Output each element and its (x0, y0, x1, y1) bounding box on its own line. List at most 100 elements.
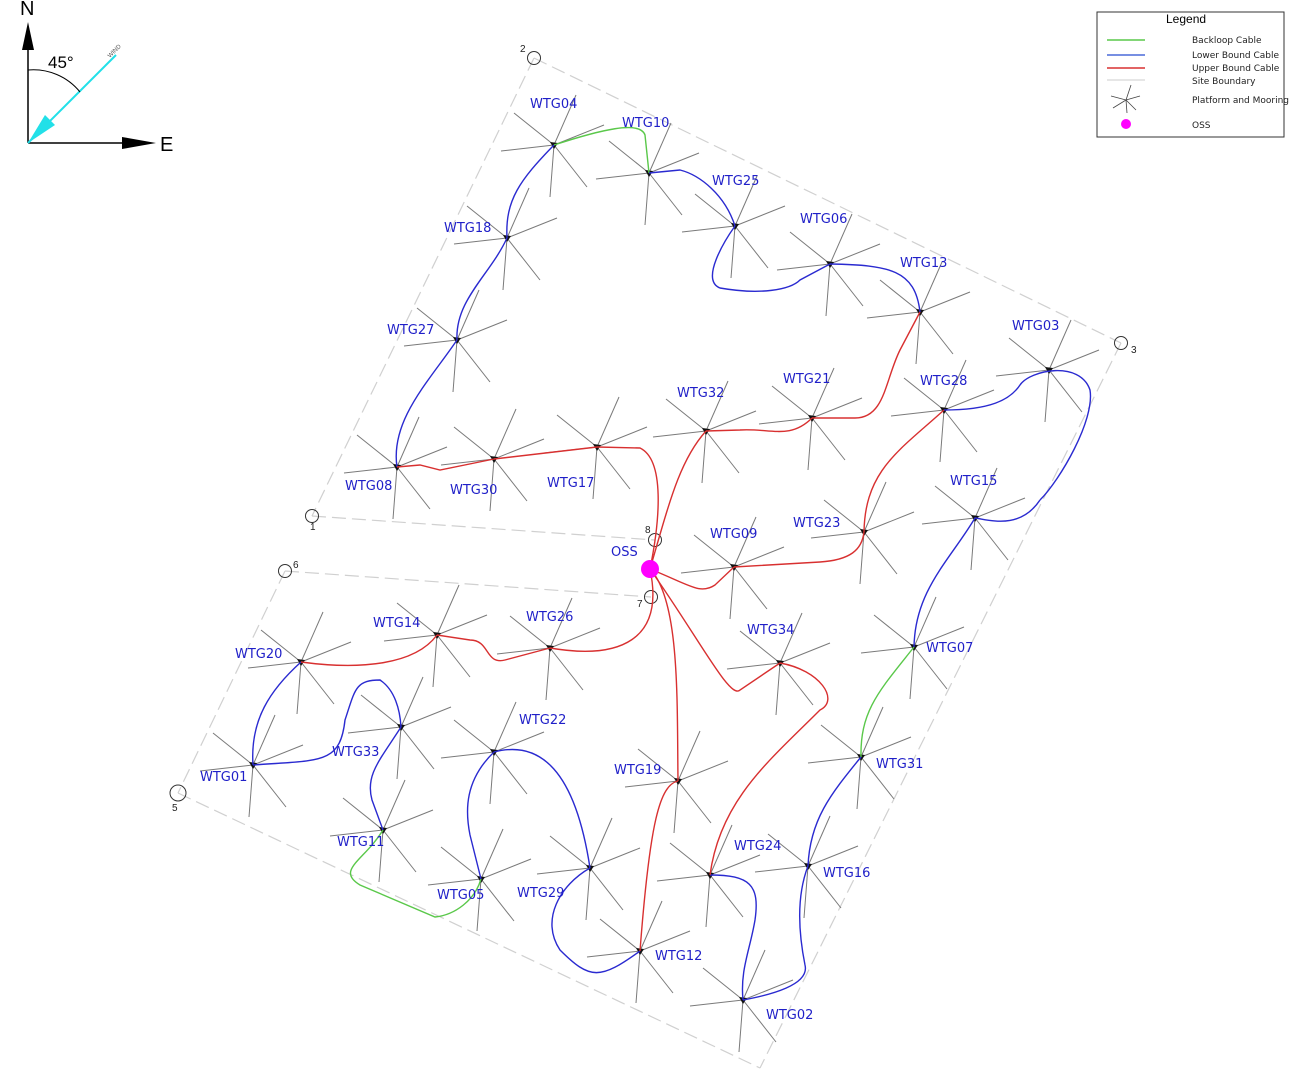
turbine-label-wtg33: WTG33 (332, 745, 379, 760)
turbine-label-wtg13: WTG13 (900, 256, 947, 271)
upper-cable-wtg23-wtg28 (863, 409, 945, 533)
backloop-cable-wtg11-wtg05 (349, 829, 482, 918)
upper-cable-oss-wtg26 (549, 568, 654, 652)
boundary-point-marker (644, 590, 658, 604)
boundary-right-edge (759, 342, 1122, 1069)
turbine-label-wtg08: WTG08 (345, 479, 392, 494)
turbine-label-wtg22: WTG22 (519, 713, 566, 728)
compass: N E 45° WIND (20, 0, 173, 156)
platform-mooring-icon (383, 584, 488, 688)
turbine-label-wtg16: WTG16 (823, 866, 870, 881)
boundary-point-marker (527, 51, 541, 65)
lower-cable-wtg22-wtg05 (466, 751, 495, 880)
lower-cable-wtg33-wtg11 (369, 726, 402, 831)
lower-cable-wtg16-wtg02 (742, 865, 809, 1001)
lower-cable-wtg10-wtg25 (648, 169, 736, 227)
turbine-label-wtg29: WTG29 (517, 886, 564, 901)
upper-cable-wtg34-wtg24 (709, 662, 829, 876)
upper-cable-wtg26-wtg14 (436, 634, 551, 662)
upper-cable-oss-wtg34 (649, 568, 781, 692)
turbine-label-wtg06: WTG06 (800, 212, 847, 227)
upper-cable-wtg21-wtg13 (812, 311, 921, 419)
platform-mooring-icon (866, 261, 971, 365)
turbine-label-wtg20: WTG20 (235, 647, 282, 662)
platform-mooring-icon (754, 815, 859, 919)
backloop-cable-wtg07-wtg31 (860, 646, 915, 758)
platform-mooring-icon (347, 676, 452, 780)
lower-cable-wtg15-wtg07 (913, 499, 1041, 648)
platform-mooring-icon (995, 319, 1100, 423)
platform-mooring-icon (1110, 84, 1141, 114)
boundary-upper-left-edge (311, 57, 535, 517)
east-label: E (160, 134, 173, 156)
lower-cable-wtg31-wtg16 (807, 756, 862, 867)
site-boundary (177, 57, 1122, 1069)
turbine-label-wtg25: WTG25 (712, 174, 759, 189)
turbine-label-wtg19: WTG19 (614, 763, 661, 778)
boundary-point-label: 1 (310, 522, 316, 533)
turbine-label-wtg01: WTG01 (200, 770, 247, 785)
upper-cable-oss-wtg32 (649, 430, 707, 570)
platform-mooring-icon (453, 187, 558, 291)
lower-cable-wtg28-wtg03 (943, 369, 1092, 501)
lower-cable-wtg24-wtg02 (709, 874, 757, 1001)
upper-cable-oss-wtg17 (596, 446, 659, 570)
boundary-point-marker (278, 564, 292, 578)
angle-label: 45° (48, 53, 74, 72)
legend-lower: Lower Bound Cable (1192, 51, 1279, 61)
platform-mooring-icon (624, 730, 729, 834)
turbine-label-wtg26: WTG26 (526, 610, 573, 625)
turbine-label-wtg04: WTG04 (530, 97, 577, 112)
platform-mooring-icon (860, 596, 965, 700)
turbine-label-wtg18: WTG18 (444, 221, 491, 236)
boundary-point-label: 3 (1131, 345, 1137, 356)
platform-mooring-icon (890, 359, 995, 463)
north-arrow-icon (22, 22, 34, 50)
platform-mooring-icon (329, 779, 434, 883)
oss-label: OSS (611, 545, 638, 560)
upper-cable-wtg30-wtg08 (396, 458, 495, 471)
lower-cable-wtg06-wtg13 (829, 263, 921, 313)
turbine-label-wtg10: WTG10 (622, 116, 669, 131)
turbine-label-wtg02: WTG02 (766, 1008, 813, 1023)
oss-marker (641, 560, 659, 578)
lower-cable-wtg18-wtg27 (456, 237, 508, 341)
turbine-label-wtg34: WTG34 (747, 623, 794, 638)
turbine-label-wtg32: WTG32 (677, 386, 724, 401)
backloop-cable-wtg04-wtg10 (553, 126, 650, 174)
boundary-point-label: 8 (645, 525, 651, 536)
turbine-label-wtg30: WTG30 (450, 483, 497, 498)
boundary-point-label: 5 (172, 803, 178, 814)
platform-mooring-icon (440, 408, 545, 512)
turbine-label-wtg31: WTG31 (876, 757, 923, 772)
boundary-point-label: 6 (293, 560, 299, 571)
turbine-label-wtg05: WTG05 (437, 888, 484, 903)
platform-mooring-icon (199, 714, 304, 818)
upper-cable-wtg09-wtg23 (733, 531, 865, 568)
boundary-point-marker (169, 784, 187, 802)
platform-mooring-icon (921, 467, 1026, 571)
lower-cable-wtg22-wtg29 (493, 748, 591, 869)
platform-mooring-icon (656, 824, 761, 928)
north-label: N (20, 0, 34, 20)
platform-mooring-icon (586, 900, 691, 1004)
turbine-label-wtg03: WTG03 (1012, 319, 1059, 334)
platform-mooring-icon (810, 481, 915, 585)
lower-cable-wtg25-wtg06 (711, 225, 831, 292)
platform-mooring-icon (496, 597, 601, 701)
lower-cable-wtg01-wtg33 (252, 679, 402, 766)
turbine-label-wtg28: WTG28 (920, 374, 967, 389)
upper-cable-oss-wtg09 (649, 566, 735, 590)
boundary-top-edge (533, 57, 1122, 344)
lower-cable-wtg27-wtg08 (395, 339, 458, 468)
lower-cable-wtg29-wtg12 (551, 867, 641, 974)
lower-cable-wtg20-wtg01 (252, 661, 302, 766)
boundary-inner-upper (311, 515, 656, 541)
platform-mooring-icon (680, 516, 785, 620)
platform-mooring-icon (247, 611, 352, 715)
platform-mooring-icon (758, 367, 863, 471)
legend-backloop: Backloop Cable (1192, 36, 1262, 46)
platform-mooring-icon (681, 175, 786, 279)
legend-boundary: Site Boundary (1192, 77, 1256, 87)
